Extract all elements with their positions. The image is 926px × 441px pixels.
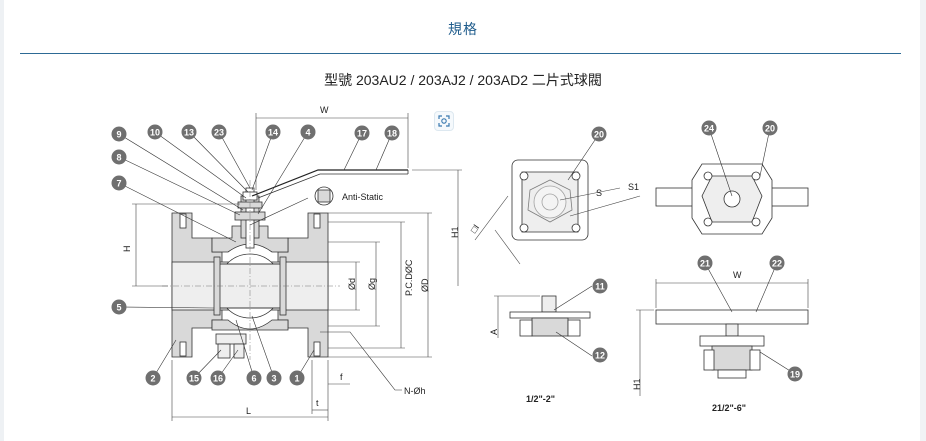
balloon-14: 14 [265,124,281,140]
right-edge [920,0,926,441]
dim-h1-right: H1 [632,378,642,390]
svg-text:13: 13 [184,128,194,138]
balloon-1: 1 [289,370,305,386]
balloon-20-large: 20 [762,120,778,136]
balloon-12: 12 [592,347,608,363]
balloon-4: 4 [300,124,316,140]
svg-text:19: 19 [790,370,800,380]
dim-t: t [316,398,319,408]
balloon-22: 22 [769,255,785,271]
svg-text:14: 14 [268,128,278,138]
svg-text:3: 3 [271,374,276,384]
svg-text:24: 24 [704,124,714,134]
svg-text:7: 7 [116,179,121,189]
balloon-2: 2 [145,370,161,386]
top-view-large [655,127,809,235]
svg-text:2: 2 [150,374,155,384]
side-view-large: W H1 21/2"-6" [632,262,809,413]
balloon-3: 3 [266,370,282,386]
balloon-17: 17 [354,125,370,141]
svg-text:10: 10 [150,128,160,138]
dim-g: Øg [367,278,377,290]
svg-text:20: 20 [594,130,604,140]
balloon-23: 23 [211,124,227,140]
balloon-19: 19 [787,366,803,382]
dim-a: A [489,329,499,335]
label-small-size: 1/2"-2" [526,394,555,404]
svg-text:9: 9 [116,130,121,140]
tab-specifications[interactable]: 規格 [448,21,478,37]
dim-d: Ød [347,278,357,290]
svg-text:17: 17 [357,129,367,139]
balloon-20-small: 20 [591,126,607,142]
dim-D: ØD [420,278,430,292]
dim-f: f [340,372,343,382]
balloon-16: 16 [210,370,226,386]
dim-h1-main: H1 [450,226,460,238]
dim-box-i: □I [468,222,481,234]
dim-s: S [596,188,602,198]
svg-text:11: 11 [595,282,605,292]
left-edge [0,0,4,441]
dim-s1: S1 [628,182,639,192]
svg-text:6: 6 [251,374,256,384]
balloon-7: 7 [111,175,127,191]
model-title: 型號 203AU2 / 203AJ2 / 203AD2 二片式球閥 [324,72,602,88]
svg-text:21: 21 [700,259,710,269]
dim-nh: N-Øh [404,386,426,396]
top-view-small: □I S S1 [468,133,641,265]
balloon-15: 15 [186,370,202,386]
zoom-button[interactable] [434,111,454,131]
balloon-5: 5 [111,299,127,315]
svg-text:20: 20 [765,124,775,134]
svg-text:16: 16 [213,374,223,384]
svg-text:8: 8 [116,153,121,163]
tab-divider [20,53,901,54]
balloon-10: 10 [147,124,163,140]
svg-text:5: 5 [116,303,121,313]
svg-text:18: 18 [387,129,397,139]
balloon-11: 11 [592,278,608,294]
svg-text:15: 15 [189,374,199,384]
balloon-24: 24 [701,120,717,136]
dim-h: H [122,246,132,253]
balloon-9: 9 [111,126,127,142]
dim-w-main: W [320,105,329,115]
dim-pcd: P.C.DØC [404,259,414,296]
dim-w-right: W [733,270,742,280]
balloon-13: 13 [181,124,197,140]
anti-static-label: Anti-Static [342,192,384,202]
svg-text:12: 12 [595,351,605,361]
balloon-21: 21 [697,255,713,271]
svg-text:1: 1 [294,374,299,384]
svg-text:23: 23 [214,128,224,138]
balloon-8: 8 [111,149,127,165]
balloon-18: 18 [384,125,400,141]
main-section-view: Anti-Static W H H1 Ød Øg P.C.DØC ØD [118,105,462,421]
side-view-small: A 1/2"-2" [489,285,593,404]
balloon-6: 6 [246,370,262,386]
zoom-icon [438,115,450,127]
svg-text:22: 22 [772,259,782,269]
dim-l: L [246,406,251,416]
label-large-size: 21/2"-6" [712,403,746,413]
svg-text:4: 4 [305,128,310,138]
